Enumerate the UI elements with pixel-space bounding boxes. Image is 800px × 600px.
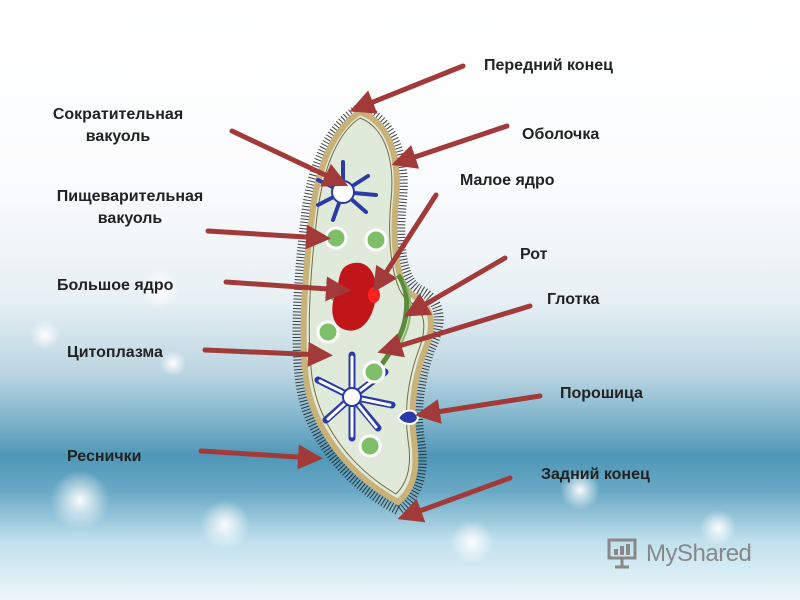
sparkle	[140, 270, 180, 310]
label-cilia: Реснички	[67, 448, 142, 465]
cell-membrane-inner	[308, 117, 425, 495]
contractile-vacuole-top	[316, 160, 378, 222]
label-digestive-vacuole-line1: Пищеварительная	[56, 188, 204, 205]
sparkle	[200, 500, 250, 550]
label-posterior-end: Задний конец	[541, 466, 650, 483]
label-membrane: Оболочка	[522, 126, 600, 143]
sparkle	[560, 470, 600, 510]
arrow-contractile-vacuole	[229, 128, 349, 187]
label-pharynx: Глотка	[547, 291, 600, 308]
contractile-vacuole-bottom	[314, 351, 396, 442]
sparkle	[30, 320, 60, 350]
micronucleus	[368, 287, 380, 303]
label-cytoproct: Порошица	[560, 385, 643, 402]
presentation-icon	[607, 538, 637, 569]
arrow-micronucleus	[373, 192, 439, 293]
label-digestive-vacuole: Пищеварительная вакуоль	[40, 186, 220, 230]
sparkle	[160, 350, 186, 376]
label-micronucleus: Малое ядро	[460, 172, 555, 189]
arrow-cytoplasm	[202, 341, 333, 367]
sparkle	[450, 520, 494, 564]
label-cytoplasm: Цитоплазма	[67, 344, 163, 361]
label-mouth: Рот	[520, 246, 548, 263]
arrow-cilia	[198, 444, 323, 470]
label-contractile-vacuole: Сократительная вакуоль	[40, 104, 196, 148]
arrow-membrane	[391, 123, 510, 169]
arrow-anterior-end	[349, 63, 466, 114]
label-contractile-vacuole-line2: вакуоль	[85, 128, 151, 145]
arrow-mouth	[404, 255, 508, 317]
label-anterior-end: Передний конец	[484, 57, 613, 74]
arrow-macronucleus	[223, 276, 351, 302]
sparkle	[700, 510, 736, 546]
label-digestive-vacuole-line2: вакуоль	[97, 210, 163, 227]
watermark-text: MyShared	[646, 540, 752, 567]
arrow-posterior-end	[397, 475, 513, 523]
label-contractile-vacuole-line1: Сократительная	[52, 106, 184, 123]
label-macronucleus: Большое ядро	[57, 277, 174, 294]
arrow-pharynx	[377, 303, 533, 358]
myshared-logo: MyShared	[606, 536, 776, 572]
arrow-cytoproct	[415, 393, 543, 424]
arrow-digestive-vacuole	[205, 224, 331, 250]
sparkle	[50, 470, 110, 530]
